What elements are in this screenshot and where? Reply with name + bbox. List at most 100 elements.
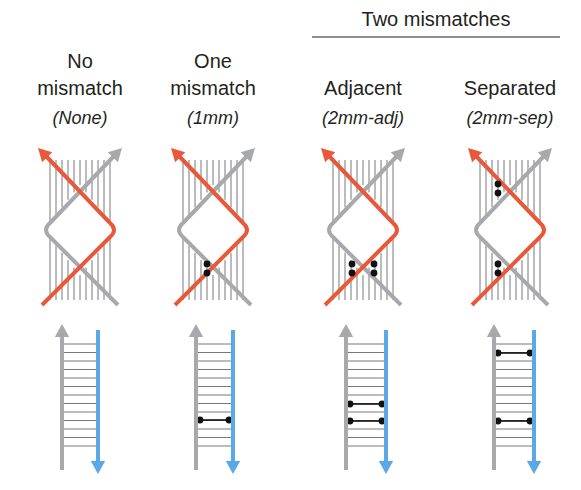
- base-pair: [62, 378, 98, 379]
- base-pair: [196, 386, 233, 387]
- base-pair: [50, 160, 51, 222]
- mismatch-pair: [350, 403, 382, 405]
- condition-code: (1mm): [153, 105, 273, 132]
- base-pair: [243, 160, 244, 222]
- base-pair: [494, 412, 534, 413]
- base-pair: [480, 238, 481, 300]
- base-pair: [62, 344, 98, 345]
- base-pair: [346, 437, 386, 438]
- base-pair: [346, 378, 386, 379]
- base-pair: [62, 352, 98, 353]
- arrow-head: [538, 148, 552, 162]
- base-pair: [231, 253, 232, 300]
- base-pair: [363, 275, 364, 300]
- base-pair: [494, 386, 534, 387]
- base-pair: [50, 238, 51, 300]
- condition-heading: No mismatch: [30, 48, 130, 102]
- gray-strand: [329, 156, 401, 305]
- base-pair: [62, 429, 98, 430]
- base-pair: [510, 275, 511, 300]
- base-pair: [492, 160, 493, 207]
- base-pair: [346, 386, 386, 387]
- base-pair: [195, 253, 196, 300]
- arrow-head: [189, 324, 203, 337]
- condition-heading: Separated: [450, 75, 570, 102]
- mismatch-dot: [495, 190, 502, 197]
- mismatch-dot: [371, 261, 378, 268]
- base-pair: [196, 369, 233, 370]
- base-pair: [345, 160, 346, 207]
- base-pair: [540, 238, 541, 300]
- condition-code: (2mm-sep): [450, 105, 570, 132]
- arrow-head: [241, 148, 255, 162]
- orange-strand: [472, 156, 544, 305]
- base-pair: [494, 403, 534, 404]
- gray-strand: [194, 336, 198, 470]
- base-pair: [196, 403, 233, 404]
- base-pair: [346, 352, 386, 353]
- base-pair: [528, 160, 529, 207]
- base-pair: [62, 403, 98, 404]
- arrow-head: [379, 461, 393, 474]
- mismatch-pair: [498, 352, 530, 354]
- base-pair: [196, 344, 233, 345]
- base-pair: [243, 238, 244, 300]
- base-pair: [196, 395, 233, 396]
- blue-strand: [384, 330, 388, 462]
- base-pair: [183, 238, 184, 300]
- base-pair: [333, 238, 334, 300]
- gray-strand: [46, 156, 118, 305]
- condition-heading: Two mismatches: [326, 6, 546, 33]
- arrow-head: [38, 148, 52, 162]
- base-pair: [213, 275, 214, 300]
- base-pair: [62, 395, 98, 396]
- base-pair: [196, 378, 233, 379]
- arrow-head: [108, 148, 122, 162]
- orange-strand: [325, 156, 397, 305]
- base-pair: [346, 369, 386, 370]
- arrow-head: [339, 324, 353, 337]
- base-pair: [494, 361, 534, 362]
- base-pair: [494, 369, 534, 370]
- orange-strand: [42, 156, 114, 305]
- condition-heading: Adjacent: [303, 75, 423, 102]
- base-pair: [494, 344, 534, 345]
- base-pair: [196, 361, 233, 362]
- base-pair: [213, 160, 214, 185]
- base-pair: [346, 446, 386, 447]
- base-pair: [196, 446, 233, 447]
- condition-code: (2mm-adj): [303, 105, 423, 132]
- base-pair: [80, 160, 81, 185]
- base-pair: [540, 160, 541, 222]
- base-pair: [231, 160, 232, 207]
- arrow-head: [527, 461, 541, 474]
- base-pair: [196, 352, 233, 353]
- base-pair: [494, 446, 534, 447]
- base-pair: [480, 160, 481, 222]
- arrow-head: [226, 461, 240, 474]
- base-pair: [492, 253, 493, 300]
- base-pair: [62, 420, 98, 421]
- base-pair: [62, 412, 98, 413]
- condition-heading: One mismatch: [163, 48, 263, 102]
- base-pair: [494, 437, 534, 438]
- base-pair: [62, 446, 98, 447]
- mismatch-dot: [349, 270, 356, 277]
- base-pair: [494, 395, 534, 396]
- base-pair: [494, 429, 534, 430]
- mismatch-dot: [371, 270, 378, 277]
- condition-code: (None): [20, 105, 140, 132]
- base-pair: [346, 412, 386, 413]
- base-pair: [62, 253, 63, 300]
- mismatch-dot: [495, 261, 502, 268]
- orange-strand: [175, 156, 247, 305]
- arrow-head: [321, 148, 335, 162]
- mismatch-pair: [498, 420, 530, 422]
- mismatch-dot: [495, 181, 502, 188]
- gray-strand: [344, 336, 348, 470]
- base-pair: [393, 160, 394, 222]
- base-pair: [346, 344, 386, 345]
- base-pair: [62, 160, 63, 207]
- arrow-head: [468, 148, 482, 162]
